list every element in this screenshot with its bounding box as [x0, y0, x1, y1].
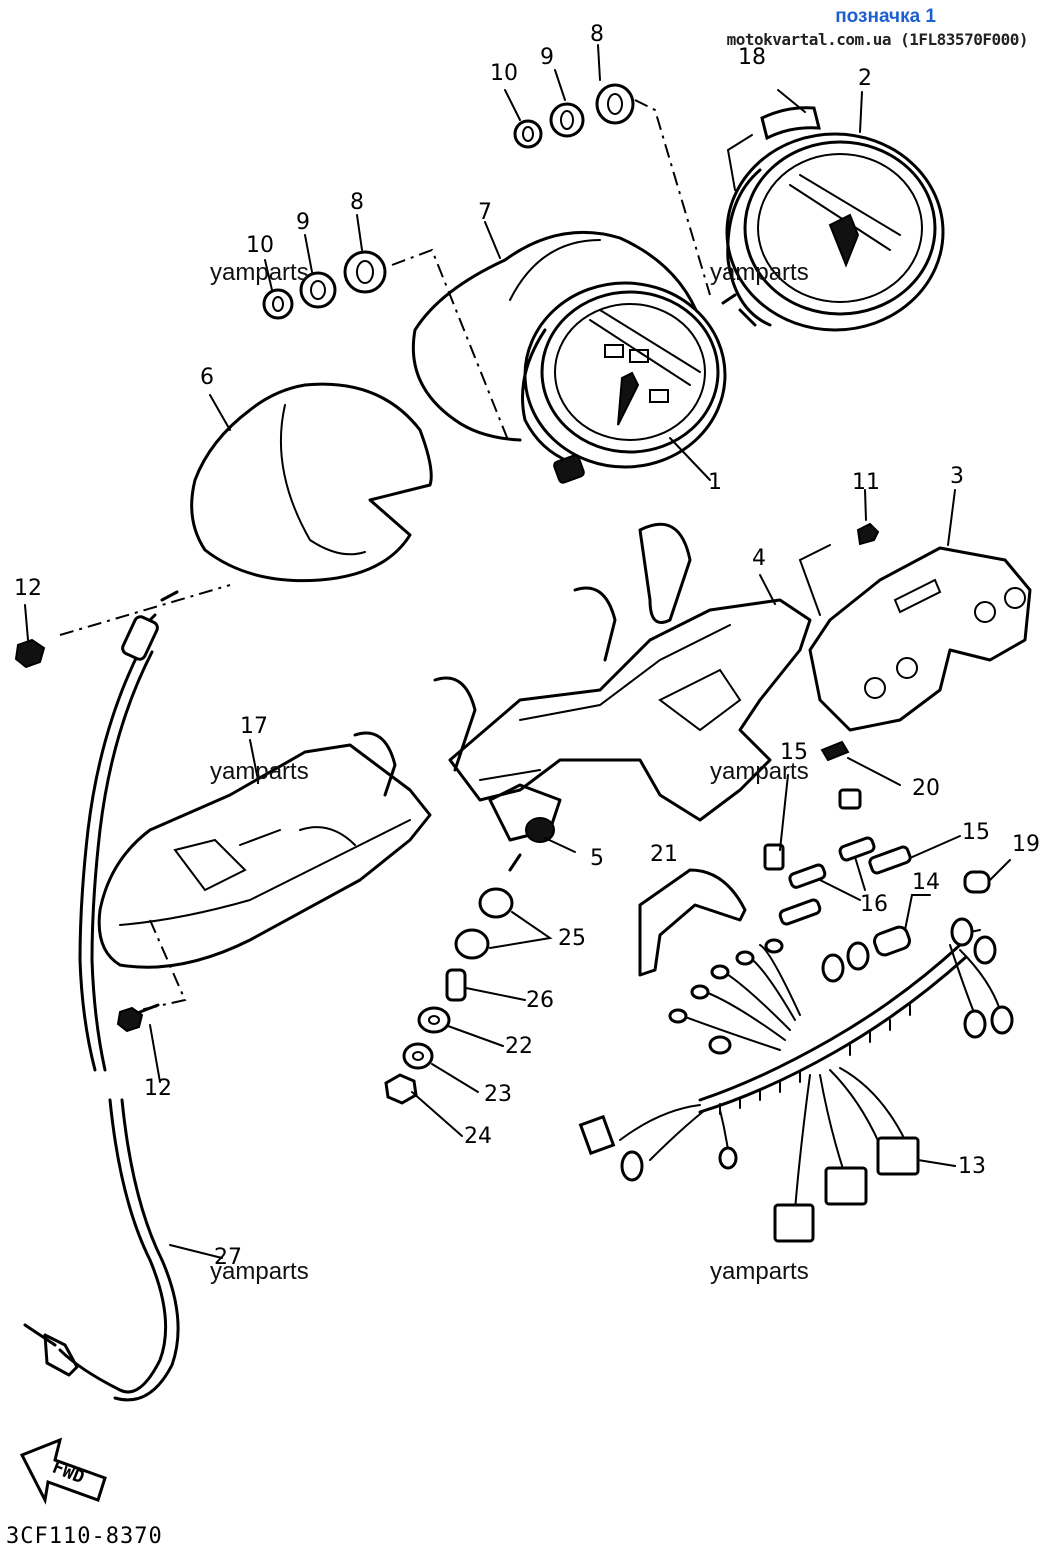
callout-12-b: 12 — [144, 1076, 172, 1101]
callout-8-lower: 8 — [350, 190, 364, 215]
callout-7: 7 — [478, 200, 492, 225]
part-4-bracket — [448, 598, 812, 822]
callout-15: 15 — [780, 740, 808, 765]
small-hardware — [384, 887, 553, 1137]
part-7-cover — [411, 230, 702, 442]
callout-10: 10 — [490, 61, 518, 86]
callout-5: 5 — [590, 846, 604, 871]
callout-20: 20 — [912, 776, 940, 801]
callout-9: 9 — [540, 45, 554, 70]
watermark: yamparts — [210, 259, 309, 286]
callout-19: 19 — [1012, 832, 1040, 857]
callout-17: 17 — [240, 714, 268, 739]
part-17-housing — [97, 743, 432, 969]
hardware-lower — [262, 250, 387, 320]
callout-25: 25 — [558, 926, 586, 951]
watermark: yamparts — [210, 758, 309, 785]
callout-14: 14 — [912, 870, 940, 895]
part-1-speedometer — [521, 281, 727, 484]
bulbs-sockets — [763, 774, 1011, 957]
watermark: yamparts — [710, 259, 809, 286]
callout-21: 21 — [650, 842, 678, 867]
callout-18: 18 — [738, 45, 766, 70]
callout-24: 24 — [464, 1124, 492, 1149]
fwd-arrow — [19, 1437, 107, 1505]
leader-lines — [24, 44, 956, 1259]
callout-13: 13 — [958, 1154, 986, 1179]
part-12-bolts — [14, 638, 160, 1033]
part-27-cable — [78, 648, 142, 1072]
hardware-upper — [513, 83, 635, 149]
drawing-code: 3CF110-8370 — [6, 1524, 163, 1549]
callout-23: 23 — [484, 1082, 512, 1107]
watermark: yamparts — [210, 1258, 309, 1285]
part-21-lens — [638, 868, 747, 977]
callout-15-b: 15 — [962, 820, 990, 845]
callout-27: 27 — [214, 1245, 242, 1270]
callout-3: 3 — [950, 464, 964, 489]
watermark: yamparts — [710, 758, 809, 785]
callout-6: 6 — [200, 365, 214, 390]
callout-4: 4 — [752, 546, 766, 571]
part-3-bracket — [808, 546, 1032, 732]
callout-11: 11 — [852, 470, 880, 495]
part-6-cover — [190, 382, 433, 583]
watermark: yamparts — [710, 1258, 809, 1285]
callout-1: 1 — [708, 470, 722, 495]
callout-22: 22 — [505, 1034, 533, 1059]
callout-10-lower: 10 — [246, 233, 274, 258]
diagram-source: motokvartal.com.ua (1FL83570F000) — [726, 30, 1029, 49]
callout-9-lower: 9 — [296, 210, 310, 235]
callout-8: 8 — [590, 22, 604, 47]
callout-16: 16 — [860, 892, 888, 917]
part-18-gasket — [760, 106, 821, 141]
part-5-clamp — [488, 783, 562, 872]
part-13-harness — [578, 917, 1014, 1243]
callout-2: 2 — [858, 66, 872, 91]
callout-12: 12 — [14, 576, 42, 601]
callout-26: 26 — [526, 988, 554, 1013]
diagram-label: позначка 1 — [835, 6, 936, 27]
part-2-tachometer — [721, 132, 945, 332]
